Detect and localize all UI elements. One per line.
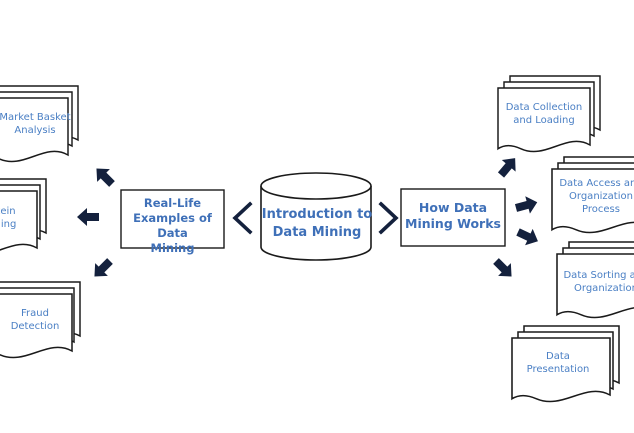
example-fraud-detection: Fraud Detection bbox=[0, 307, 90, 333]
step-data-presentation: Data Presentation bbox=[510, 350, 606, 376]
arrow-icon bbox=[77, 208, 99, 226]
left-box-line3: Mining bbox=[150, 240, 195, 255]
example-line1: Market Basket bbox=[0, 112, 71, 123]
step-line2: Organization bbox=[569, 191, 633, 202]
example-line1: rotein bbox=[0, 206, 16, 217]
right-box-shape bbox=[400, 188, 506, 247]
arrow-icon bbox=[516, 228, 538, 246]
center-cylinder bbox=[260, 172, 372, 261]
step-line2: and Loading bbox=[513, 115, 575, 126]
step-data-access: Data Access and Organization Process bbox=[556, 177, 634, 216]
right-box-line2: Mining Works bbox=[405, 216, 501, 232]
example-line2: olding bbox=[0, 219, 17, 230]
step-line2: Presentation bbox=[526, 364, 590, 375]
left-box-label: Real-Life Examples of Data Mining bbox=[121, 196, 224, 256]
example-line2: Analysis bbox=[14, 125, 56, 136]
step-data-sorting: Data Sorting and Organization bbox=[560, 269, 634, 295]
arrow-icon bbox=[497, 158, 516, 178]
center-title-line2: Data Mining bbox=[272, 224, 362, 240]
right-box-label: How Data Mining Works bbox=[401, 200, 505, 233]
chevron-right-icon bbox=[378, 201, 399, 235]
center-title-line1: Introduction to bbox=[261, 207, 373, 222]
example-line2: Detection bbox=[10, 321, 60, 332]
step-line1: Data Sorting and bbox=[563, 270, 634, 281]
left-box-line1: Real-Life bbox=[143, 196, 202, 210]
step-data-collection: Data Collection and Loading bbox=[500, 101, 588, 127]
step-line1: Data Collection bbox=[505, 102, 583, 113]
arrow-icon bbox=[514, 196, 538, 214]
step-line1: Data bbox=[546, 351, 570, 362]
arrow-icon bbox=[493, 258, 512, 277]
example-protein-folding: rotein olding bbox=[0, 205, 56, 231]
chevron-left-icon bbox=[232, 201, 253, 235]
arrow-icon bbox=[94, 258, 113, 277]
step-line1: Data Access and bbox=[559, 178, 634, 189]
step-line2: Organization bbox=[574, 283, 634, 294]
center-title: Introduction to Data Mining bbox=[258, 206, 376, 241]
example-line1: Fraud bbox=[21, 308, 49, 319]
step-line3: Process bbox=[582, 204, 620, 215]
left-box-line2: Examples of Data bbox=[133, 210, 212, 240]
right-box-line1: How Data bbox=[418, 200, 488, 215]
arrow-icon bbox=[96, 168, 115, 187]
example-market-basket: Market Basket Analysis bbox=[0, 111, 90, 137]
left-box-shape bbox=[120, 189, 225, 249]
